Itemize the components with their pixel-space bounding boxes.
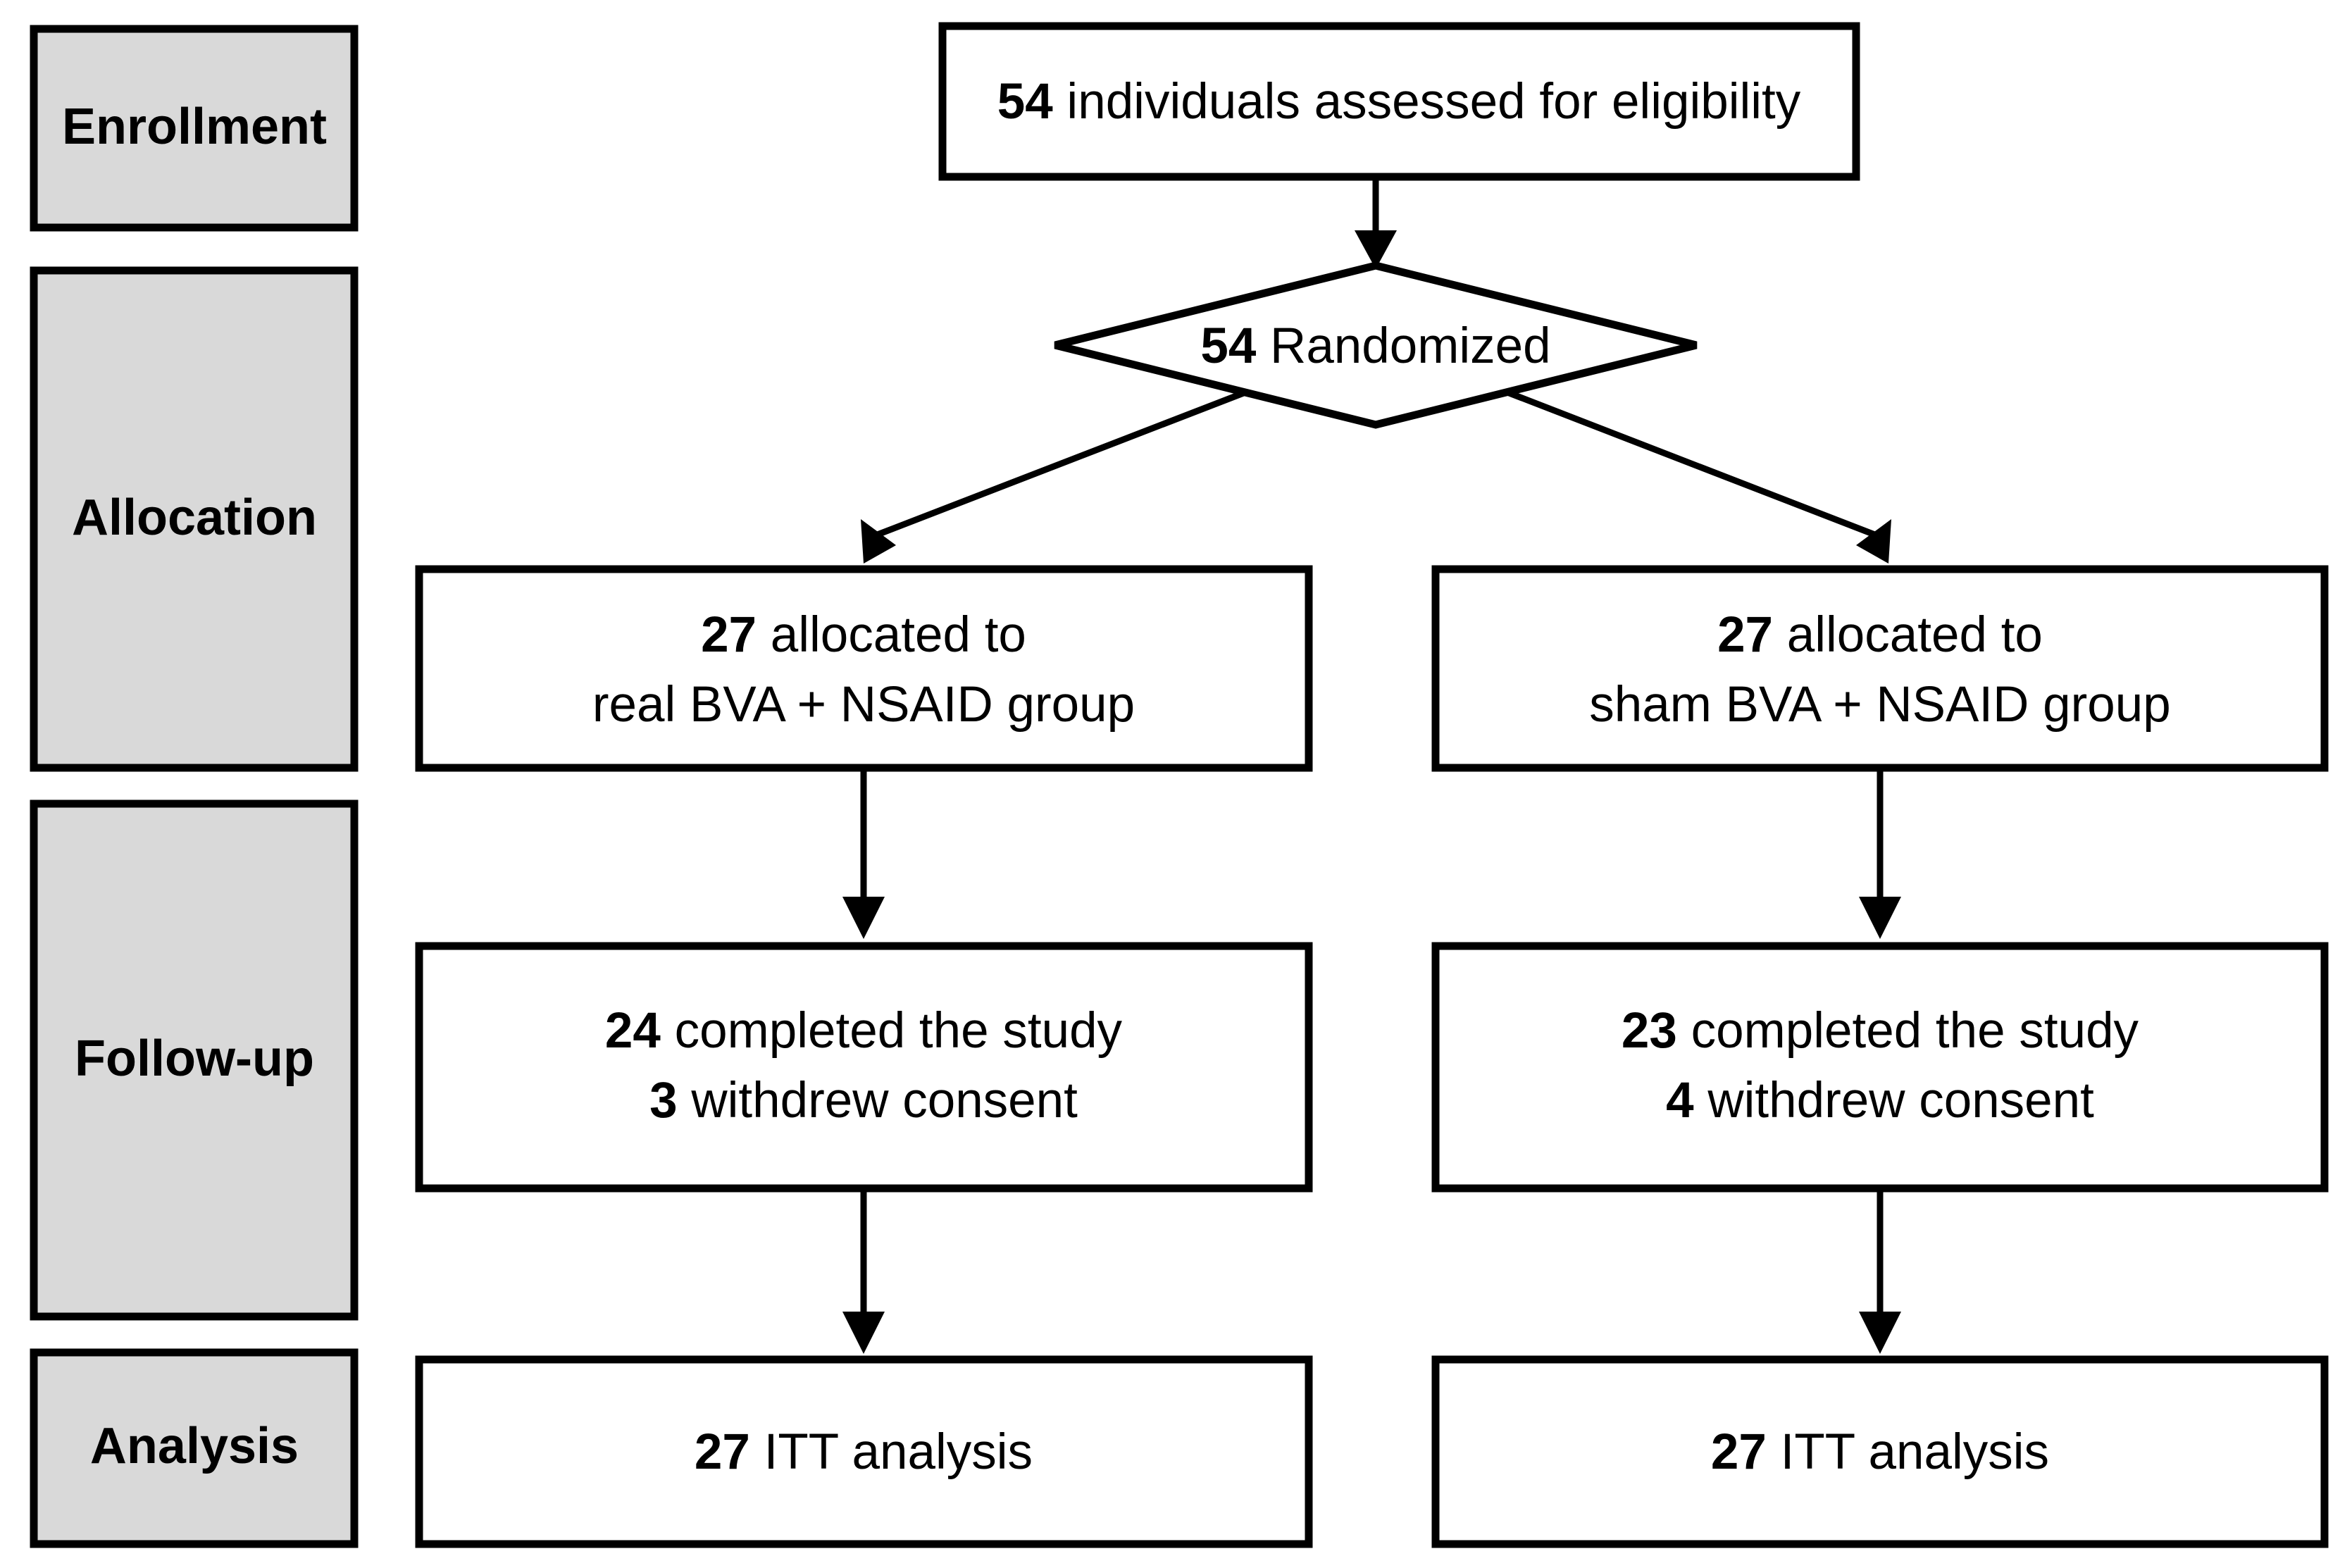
node-analysis-left-label: 27 ITT analysis [695,1424,1033,1480]
node-randomized: 54 Randomized [1054,261,1698,429]
stage-label-allocation: Allocation [72,490,317,546]
stage-box-allocation: Allocation [30,266,359,772]
connector-line [874,389,1247,539]
node-followup-right: 23 completed the study 4 withdrew consen… [1431,942,2329,1193]
node-randomized-label: 54 Randomized [1200,318,1550,374]
node-assessed-rect [938,22,1860,181]
node-analysis-right: 27 ITT analysis [1431,1355,2329,1548]
node-randomized-diamond [1054,261,1698,429]
stage-label-followup: Follow-up [75,1031,314,1087]
node-analysis-left: 27 ITT analysis [415,1355,1313,1548]
node-alloc-left: 27 allocated to real BVA + NSAID group [415,565,1313,772]
node-followup-left: 24 completed the study 3 withdrew consen… [415,942,1313,1193]
node-analysis-right-label: 27 ITT analysis [1711,1424,2049,1480]
arrowhead-down-right-icon [1856,519,1891,564]
connector-alloc-left-to-followup-left [842,768,885,939]
stage-label-analysis: Analysis [90,1418,299,1474]
connector-randomized-to-alloc-right [1506,389,1891,564]
node-followup-right-line1: 23 completed the study [1622,1003,2139,1059]
arrowhead-down-left-icon [861,519,896,564]
stage-box-enrollment-rect [30,25,359,232]
stage-box-enrollment: Enrollment [30,25,359,232]
connector-randomized-to-alloc-left [861,389,1247,564]
connector-alloc-right-to-followup-right [1859,768,1901,939]
node-alloc-left-rect [415,565,1313,772]
node-followup-left-rect [415,942,1313,1193]
stage-box-followup: Follow-up [30,799,359,1321]
stage-box-allocation-rect [30,266,359,772]
node-followup-right-line2: 4 withdrew consent [1666,1073,2094,1128]
node-alloc-right-rect [1431,565,2329,772]
node-analysis-right-rect [1431,1355,2329,1548]
connector-line [1506,389,1878,539]
arrowhead-down-icon [1355,230,1397,269]
connector-followup-right-to-analysis-right [1859,1188,1901,1354]
node-analysis-left-rect [415,1355,1313,1548]
node-assessed-label: 54 individuals assessed for eligibility [997,74,1801,130]
node-alloc-right-line1: 27 allocated to [1717,607,2043,663]
arrowhead-down-icon [1859,897,1901,939]
node-alloc-left-line1: 27 allocated to [701,607,1026,663]
node-followup-left-line2: 3 withdrew consent [649,1073,1078,1128]
node-followup-left-line1: 24 completed the study [605,1003,1123,1059]
stage-label-enrollment: Enrollment [62,99,327,155]
connector-followup-left-to-analysis-left [842,1188,885,1354]
node-alloc-right-line2: sham BVA + NSAID group [1589,677,2170,733]
stage-box-analysis-rect [30,1348,359,1548]
node-followup-right-rect [1431,942,2329,1193]
connector-assessed-to-randomized [1355,177,1397,269]
node-alloc-left-line2: real BVA + NSAID group [592,677,1135,733]
stage-box-analysis: Analysis [30,1348,359,1548]
arrowhead-down-icon [842,897,885,939]
node-assessed-for-eligibility: 54 individuals assessed for eligibility [938,22,1860,181]
arrowhead-down-icon [842,1312,885,1354]
arrowhead-down-icon [1859,1312,1901,1354]
node-alloc-right: 27 allocated to sham BVA + NSAID group [1431,565,2329,772]
stage-box-followup-rect [30,799,359,1321]
